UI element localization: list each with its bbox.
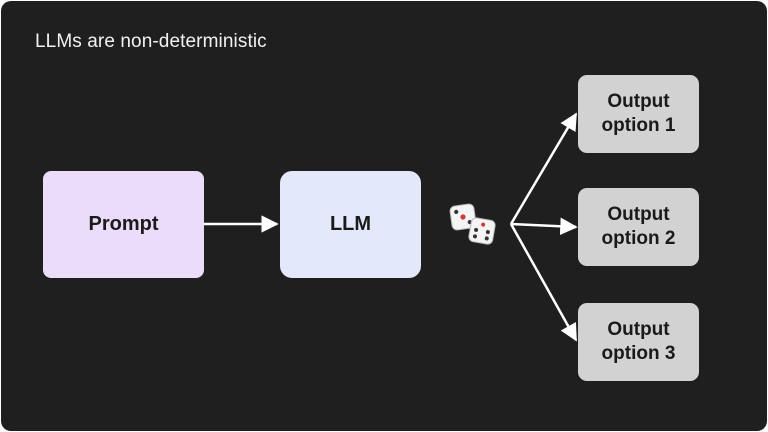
llm-node: LLM [280,171,421,278]
arrow-to-output-3 [509,223,578,342]
arrow-to-output-1 [509,112,578,225]
output-node-3: Output option 3 [578,303,699,381]
dice-icon [449,203,496,245]
llm-label: LLM [329,213,372,235]
output-label-2: Output option 2 [601,204,676,249]
output-label-3: Output option 3 [601,319,676,364]
output-node-2: Output option 2 [578,188,699,266]
output-node-1: Output option 1 [578,75,699,153]
arrow-to-output-2 [510,217,578,236]
prompt-label: Prompt [88,213,159,235]
prompt-node: Prompt [43,171,204,278]
output-label-1: Output option 1 [601,91,676,136]
diagram-title: LLMs are non-deterministic [35,31,267,52]
